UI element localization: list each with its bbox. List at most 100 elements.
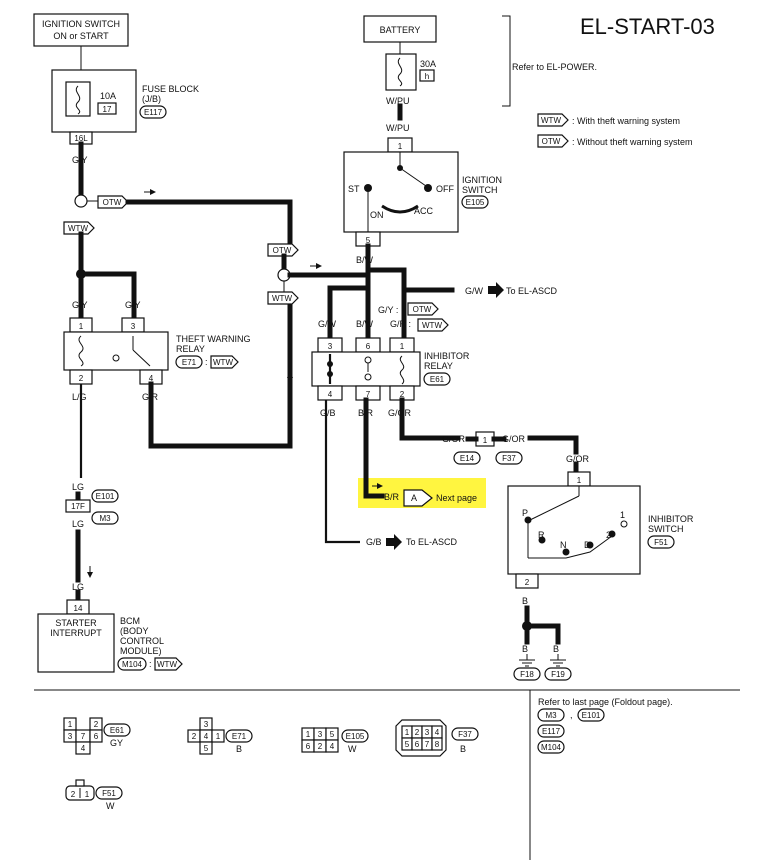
theft-relay-label-1: THEFT WARNING bbox=[176, 334, 251, 344]
legend-wtw-tag: WTW bbox=[541, 116, 561, 125]
wire-br-next: B/R bbox=[384, 492, 400, 502]
otw-junction bbox=[74, 194, 88, 208]
inhibitor-switch-label-1: INHIBITOR bbox=[648, 514, 694, 524]
fuse-icon bbox=[65, 81, 91, 117]
svg-text::: : bbox=[149, 659, 152, 669]
joint-pin: 1 bbox=[483, 436, 488, 445]
svg-text:6: 6 bbox=[306, 742, 311, 751]
wire-gw: G/W bbox=[318, 319, 337, 329]
to-el-ascd-1: To EL-ASCD bbox=[506, 286, 558, 296]
legend-wtw-text: : With theft warning system bbox=[572, 116, 680, 126]
wire-wpu-2: W/PU bbox=[386, 123, 410, 133]
fuse-block-label: FUSE BLOCK bbox=[142, 84, 199, 94]
switch-d: D bbox=[584, 540, 591, 550]
inhibitor-relay-connector: E61 bbox=[430, 375, 445, 384]
inhibitor-relay-pin-6: 6 bbox=[366, 342, 371, 351]
ground-f19: F19 bbox=[551, 670, 565, 679]
inhibitor-switch-label-2: SWITCH bbox=[648, 524, 684, 534]
bcm-pin: 14 bbox=[74, 604, 83, 613]
svg-text:5: 5 bbox=[405, 740, 410, 749]
ground-icon-2 bbox=[550, 654, 566, 667]
conn-f51-id: F51 bbox=[102, 789, 116, 798]
battery-label: BATTERY bbox=[380, 25, 421, 35]
wire-lg-4: LG bbox=[72, 582, 84, 592]
to-el-ascd-2: To EL-ASCD bbox=[406, 537, 458, 547]
switch-n: N bbox=[560, 540, 567, 550]
conn-e61-color: GY bbox=[110, 738, 123, 748]
fuse-number: 17 bbox=[103, 105, 112, 114]
switch-r: R bbox=[538, 530, 545, 540]
svg-text:1: 1 bbox=[85, 790, 90, 799]
next-page-text[interactable]: Next page bbox=[436, 493, 477, 503]
inhibitor-switch-connector: F51 bbox=[654, 538, 668, 547]
inhibitor-relay-pin-3: 3 bbox=[328, 342, 333, 351]
ignition-source-label-1: IGNITION SWITCH bbox=[42, 19, 120, 29]
conn-e105-id: E105 bbox=[346, 732, 365, 741]
ignition-source-label-2: ON or START bbox=[53, 31, 109, 41]
bcm-label-1: STARTER bbox=[55, 618, 97, 628]
theft-relay-label-2: RELAY bbox=[176, 344, 205, 354]
bcm-r2: (BODY bbox=[120, 626, 149, 636]
ignition-on: ON bbox=[370, 210, 384, 220]
conn-e71-id: E71 bbox=[232, 732, 247, 741]
ignition-switch-connector: E105 bbox=[466, 198, 485, 207]
ground-f18: F18 bbox=[520, 670, 534, 679]
wire-bw-2: B/W bbox=[356, 319, 374, 329]
legend-otw-text: : Without theft warning system bbox=[572, 137, 693, 147]
ignition-off: OFF bbox=[436, 184, 454, 194]
svg-text:3: 3 bbox=[425, 728, 430, 737]
conn-e71-color: B bbox=[236, 744, 242, 754]
svg-text:3: 3 bbox=[204, 720, 209, 729]
ignition-st: ST bbox=[348, 184, 360, 194]
lg-conn-m3: M3 bbox=[99, 514, 111, 523]
next-page-letter: A bbox=[411, 493, 417, 503]
battery-box bbox=[363, 15, 437, 43]
svg-text:2: 2 bbox=[415, 728, 420, 737]
connector-view-e61: 1 2 3 7 6 4 E61 GY bbox=[63, 717, 131, 755]
svg-text:7: 7 bbox=[425, 740, 430, 749]
svg-text:1: 1 bbox=[306, 730, 311, 739]
theft-relay-pin-1: 1 bbox=[79, 322, 84, 331]
refer-conn-e117: E117 bbox=[542, 727, 561, 736]
fuse-block-box bbox=[51, 69, 137, 133]
svg-text:7: 7 bbox=[81, 732, 86, 741]
svg-text:3: 3 bbox=[318, 730, 323, 739]
inhibitor-switch-pin-top: 1 bbox=[577, 476, 582, 485]
wire-b-3: B bbox=[553, 644, 559, 654]
svg-text:4: 4 bbox=[330, 742, 335, 751]
fuse-amp: 10A bbox=[100, 91, 116, 101]
refer-conn-m104: M104 bbox=[541, 743, 562, 752]
connector-view-e71: 3 2 4 1 5 E71 B bbox=[187, 717, 253, 755]
next-page-connector[interactable] bbox=[403, 489, 433, 507]
refer-last-page: Refer to last page (Foldout page). bbox=[538, 697, 673, 707]
svg-text:1: 1 bbox=[216, 732, 221, 741]
bcm-box bbox=[37, 613, 115, 673]
theft-relay-tag: WTW bbox=[213, 358, 233, 367]
lg-conn-e101: E101 bbox=[96, 492, 115, 501]
ignition-switch-pin-bottom: 5 bbox=[366, 236, 371, 245]
svg-text::: : bbox=[205, 357, 208, 367]
connector-view-f51: 2 1 F51 W bbox=[65, 779, 123, 811]
otw-tag-left: OTW bbox=[103, 198, 122, 207]
wire-gor-3: G/OR bbox=[502, 434, 526, 444]
inhibitor-switch-box bbox=[507, 485, 641, 575]
inhibitor-relay-label-1: INHIBITOR bbox=[424, 351, 470, 361]
wire-b-2: B bbox=[522, 644, 528, 654]
wire-gr-wtw: G/R : bbox=[390, 319, 411, 329]
bcm-r4: MODULE) bbox=[120, 646, 162, 656]
ignition-switch-label-1: IGNITION bbox=[462, 175, 502, 185]
svg-text:5: 5 bbox=[330, 730, 335, 739]
wtw-tag-left: WTW bbox=[68, 224, 88, 233]
page-title: EL-START-03 bbox=[580, 14, 715, 39]
switch-p: P bbox=[522, 508, 528, 518]
wire-lg-1: L/G bbox=[72, 392, 87, 402]
svg-text:4: 4 bbox=[204, 732, 209, 741]
wire-gy-otw: G/Y : bbox=[378, 305, 398, 315]
conn-f51-color: W bbox=[106, 801, 115, 811]
bcm-label-2: INTERRUPT bbox=[50, 628, 102, 638]
svg-text:2: 2 bbox=[94, 720, 99, 729]
theft-relay-connector: E71 bbox=[182, 358, 197, 367]
wire-wpu-1: W/PU bbox=[386, 96, 410, 106]
wire-gy-3: G/Y bbox=[125, 300, 141, 310]
